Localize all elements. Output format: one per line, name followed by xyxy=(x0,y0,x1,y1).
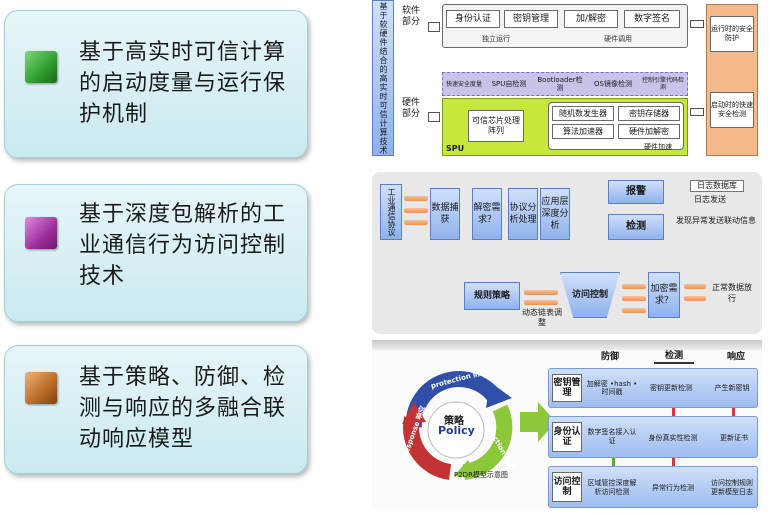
header-detect: 检测 xyxy=(654,350,694,364)
row2-c2: 身份真实性检测 xyxy=(648,434,698,442)
red-up-arrow-1 xyxy=(672,408,675,416)
sw-arrow xyxy=(428,22,440,32)
row3-c3: 访问控制规则更新模型日志 xyxy=(711,479,753,496)
side-label: 基于软硬件结合的高实时可信计算技术 xyxy=(372,0,394,156)
policy-arrow-2 xyxy=(524,300,558,305)
boot-detection: 启动时的快速安全检测 xyxy=(710,92,754,128)
access-control: 访问控制 xyxy=(560,272,620,318)
log-db: 日志数据库 xyxy=(690,180,744,192)
hardware-top-bar xyxy=(442,72,688,96)
row-auth xyxy=(548,416,758,458)
arrow-a xyxy=(404,196,428,201)
ac-arrow-2 xyxy=(622,296,646,301)
header-response: 响应 xyxy=(726,352,745,362)
dpi-diagram: 工业通信协议 数据捕获 解密需求？ 协议分析处理 应用层深度分析 报警 检测 日… xyxy=(372,172,762,334)
hardware-label: 硬件部分 xyxy=(402,98,421,119)
p2dr-diagram: 防御 检测 响应 protection 防护 detection 检测 resp… xyxy=(372,340,762,510)
sw-box-signature: 数字签名 xyxy=(624,10,680,28)
row3-label: 访问控制 xyxy=(552,472,582,502)
policy-arrow xyxy=(524,290,558,295)
step-protocol: 协议分析处理 xyxy=(508,188,538,240)
hw-top-3: OS镜像检测 xyxy=(594,80,632,88)
feature-card-3: 基于策略、防御、检测与响应的多融合联动响应模型 xyxy=(4,345,308,474)
row1-c1: 加解密 •hash •时间戳 xyxy=(586,380,638,396)
hw-box-keystore: 密钥存储器 xyxy=(618,106,680,121)
p2dr-caption: P2DR模型示意图 xyxy=(454,471,508,479)
red-up-arrow-3 xyxy=(732,408,735,416)
feature-card-1: 基于高实时可信计算的启动度量与运行保护机制 xyxy=(4,10,308,158)
enc-arrow-2 xyxy=(684,296,706,301)
detect-box: 检测 xyxy=(608,214,664,240)
log-send: 日志发送 xyxy=(694,195,726,204)
row3-c1: 区域管控深度解析访问检测 xyxy=(587,479,637,496)
sw-right-arrow xyxy=(690,20,704,28)
row2-label: 身份认证 xyxy=(552,422,582,452)
arrow-b xyxy=(404,208,428,213)
step-decrypt: 解密需求？ xyxy=(472,188,502,240)
policy-box: 规则策略 xyxy=(464,282,520,310)
trusted-computing-diagram: 基于软硬件结合的高实时可信计算技术 软件部分 硬件部分 身份认证 密钥管理 加/… xyxy=(372,0,762,160)
policy-en: Policy xyxy=(438,424,475,437)
purple-square-icon xyxy=(25,217,57,249)
hw-top-0: 快速安全度量 xyxy=(445,80,482,88)
step-capture: 数据捕获 xyxy=(430,188,460,240)
input-protocol: 工业通信协议 xyxy=(380,184,402,240)
dynamic-text: 动态链表调整 xyxy=(522,308,562,327)
orange-square-icon xyxy=(25,372,57,404)
red-up-arrow-2 xyxy=(672,458,675,466)
software-label: 软件部分 xyxy=(402,6,421,27)
top-strip xyxy=(372,340,762,350)
hw-arrow xyxy=(428,112,440,122)
chip-box: 可信芯片处理阵列 xyxy=(468,110,524,142)
feature-text-2: 基于深度包解析的工业通信行为访问控制技术 xyxy=(79,202,287,289)
row2-c3: 更新证书 xyxy=(720,434,748,442)
hw-box-crypto: 硬件加解密 xyxy=(618,124,680,139)
hw-box-accel: 算法加速器 xyxy=(552,124,614,139)
row1-label: 密钥管理 xyxy=(552,374,582,402)
feature-text-1: 基于高实时可信计算的启动度量与运行保护机制 xyxy=(79,40,287,127)
ac-arrow-3 xyxy=(622,308,646,313)
sw-caption-left: 独立运行 xyxy=(482,35,510,43)
sw-caption-right: 硬件调用 xyxy=(604,35,632,43)
hw-top-1: SPU自检测 xyxy=(491,80,527,88)
row3-c2: 异常行为检测 xyxy=(652,484,694,492)
sw-box-encrypt: 加/解密 xyxy=(564,10,618,28)
arrow-c xyxy=(404,220,428,225)
enc-arrow-1 xyxy=(684,284,706,289)
row1-c3: 产生新密钥 xyxy=(714,383,750,392)
green-down-arrow xyxy=(612,458,615,466)
feature-text-3: 基于策略、防御、检测与响应的多融合联动响应模型 xyxy=(79,365,287,452)
alert-text: 发现异常发送联动信息 xyxy=(676,216,756,225)
policy-cn: 策略 xyxy=(444,416,464,427)
release-text: 正常数据放行 xyxy=(712,283,752,303)
feature-card-2: 基于深度包解析的工业通信行为访问控制技术 xyxy=(4,184,308,322)
hw-box-rng: 随机数发生器 xyxy=(552,106,614,121)
ac-arrow-1 xyxy=(622,284,646,289)
encrypt-box: 加密需求？ xyxy=(648,272,680,318)
p2dr-cycle-icon xyxy=(402,371,513,480)
row1-c2: 密钥更新检测 xyxy=(650,384,692,392)
sw-box-auth: 身份认证 xyxy=(446,10,500,28)
row2-c1: 数字签名接入认证 xyxy=(587,428,637,445)
hw-caption: 硬件加速 xyxy=(644,143,672,151)
big-green-arrow xyxy=(520,412,538,432)
hw-top-4: 控制引擎代码检测 xyxy=(641,77,684,91)
runtime-protection: 运行时的安全防护 xyxy=(710,16,754,52)
step-appdepth: 应用层深度分析 xyxy=(540,188,570,240)
alarm-box: 报警 xyxy=(608,180,664,204)
row-access xyxy=(548,466,758,508)
sw-box-keymgmt: 密钥管理 xyxy=(504,10,558,28)
hw-top-2: Bootloader检测 xyxy=(537,76,583,92)
hw-right-arrow xyxy=(690,108,704,116)
header-defense: 防御 xyxy=(600,352,619,362)
row-keymgmt xyxy=(548,368,758,408)
spu-label: SPU xyxy=(446,144,465,153)
green-square-icon xyxy=(25,51,57,83)
